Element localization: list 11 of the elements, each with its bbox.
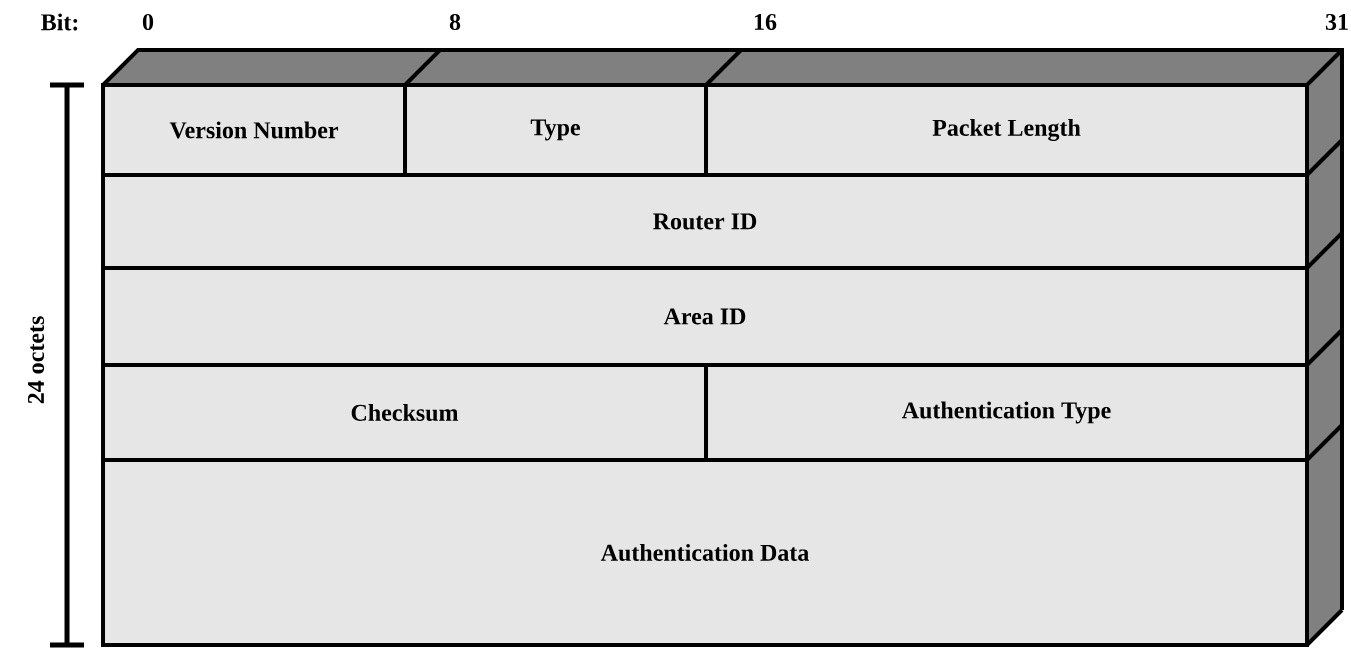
field-box: Version Number [101,83,407,177]
bit-number: 16 [754,13,777,31]
field-box: Type [403,83,708,177]
axis-label: 24 octets [27,316,45,404]
field-box: Packet Length [704,83,1309,177]
bit-number: 31 [1325,13,1348,31]
bit-number: 8 [449,13,461,31]
field-box: Checksum [101,363,708,462]
bit-number: 0 [142,13,154,31]
field-box: Authentication Type [704,363,1309,462]
bit-label: Bit: [41,13,78,31]
